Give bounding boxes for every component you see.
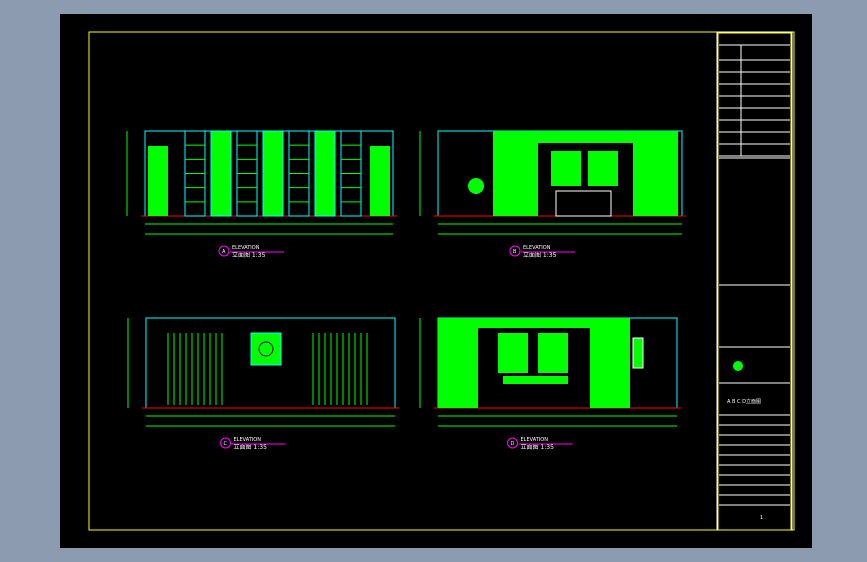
sheet-title: A B C D立面图 (727, 398, 761, 405)
pattern-panel (493, 131, 538, 216)
art-ring (258, 341, 274, 357)
wall-lamp (632, 337, 644, 369)
drawing-sheet (60, 14, 812, 548)
door-panel (148, 146, 168, 216)
elevation-caption: ELEVATION (234, 437, 262, 443)
arch-header (478, 318, 590, 328)
elevation-letter: A (222, 249, 226, 255)
elevation-caption: ELEVATION (523, 245, 551, 251)
door-panel (370, 146, 390, 216)
art-panel (588, 151, 618, 186)
plant (468, 178, 484, 194)
console-table (503, 376, 568, 384)
elevation-scale: 立面图 1:35 (523, 251, 557, 259)
sheet-border (88, 31, 795, 531)
elevation-tag (220, 437, 231, 449)
elevation-caption: ELEVATION (232, 245, 260, 251)
elevation-letter: D (511, 441, 515, 447)
leaf-panel (498, 333, 528, 373)
elevation-tag (509, 245, 521, 257)
elevation-tag (507, 437, 518, 449)
elevation-tag (218, 245, 230, 257)
title-block-frame (717, 32, 792, 531)
pattern-panel (438, 318, 478, 408)
elevation-scale: 立面图 1:35 (234, 443, 268, 451)
elevation-scale: 立面图 1:35 (232, 251, 266, 259)
console-table (555, 190, 612, 217)
elevation-caption: ELEVATION (521, 437, 549, 443)
sheet-number: 1 (760, 515, 763, 521)
elevation-scale: 立面图 1:35 (521, 443, 555, 451)
pattern-panel (633, 131, 678, 216)
company-logo (733, 361, 743, 371)
pattern-panel (590, 318, 630, 408)
wall-art (250, 332, 282, 366)
elevation-letter: C (224, 441, 228, 447)
leaf-panel (538, 333, 568, 373)
curtain (168, 323, 223, 405)
elevation-letter: B (513, 249, 517, 255)
curtain (313, 323, 368, 405)
art-panel (551, 151, 581, 186)
arch-header (538, 131, 633, 143)
